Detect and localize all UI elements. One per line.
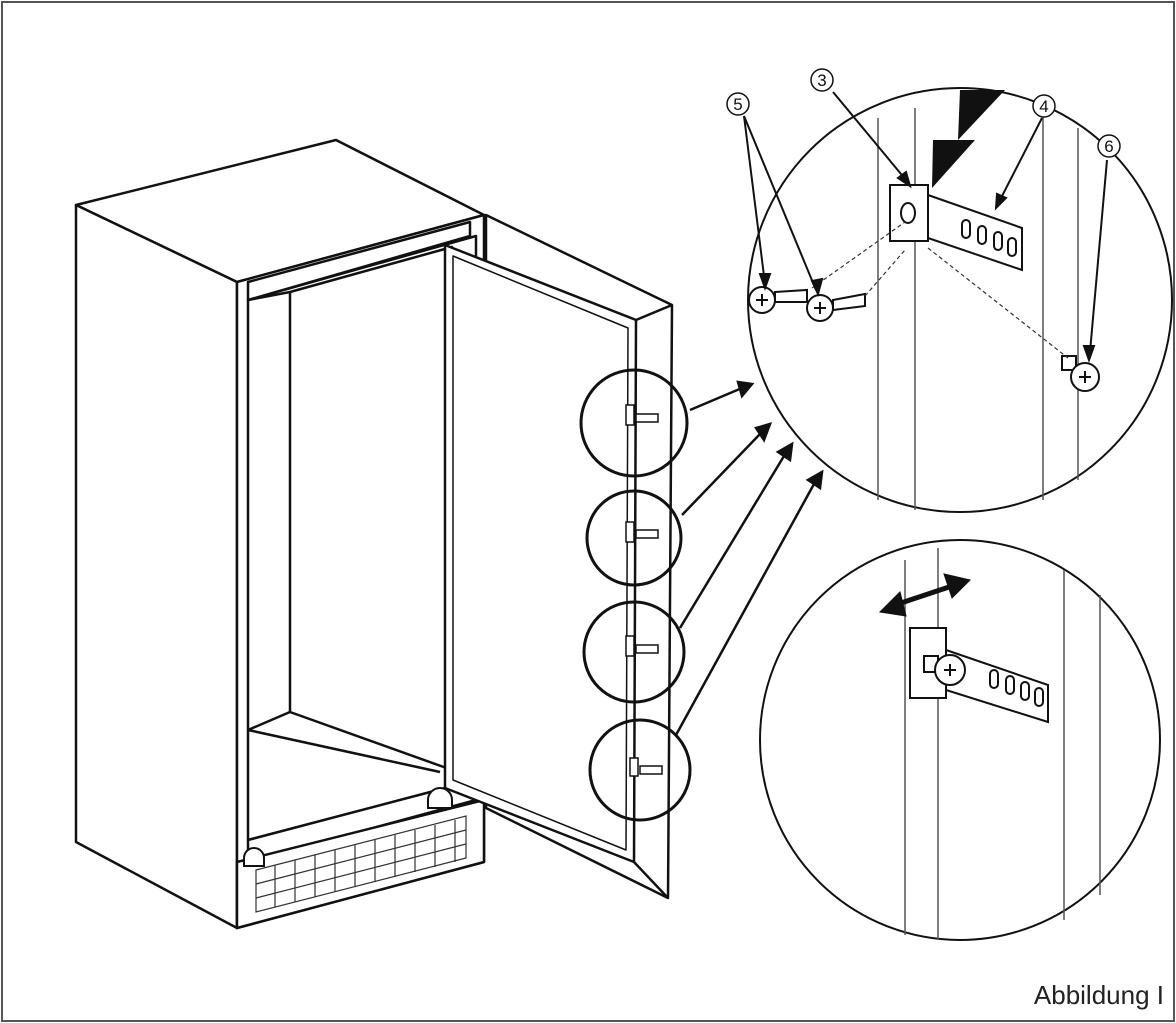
- small-brackets: [625, 404, 663, 777]
- bottom-hinges: [243, 787, 453, 867]
- cabinet-floor-edge: [247, 728, 441, 774]
- cabinet-left-side: [74, 203, 239, 930]
- door-edge: [635, 303, 673, 322]
- screws-5: [748, 286, 866, 322]
- cabinet-back-wall: [288, 245, 454, 772]
- hinge-left: [243, 847, 265, 867]
- door: [443, 213, 674, 900]
- connector-arrows: [674, 380, 824, 736]
- bracket-4: [927, 193, 1023, 272]
- detail-large-top: 5 3 4 6: [726, 68, 1173, 513]
- adjust-screw: [923, 654, 966, 686]
- detail-circle-3: [582, 600, 686, 704]
- push-arrow-1: [958, 90, 1005, 140]
- kick-plate: [235, 798, 486, 930]
- detail-circles: [579, 368, 692, 822]
- hinge-right: [427, 787, 453, 809]
- detail-circle-4: [588, 718, 692, 822]
- detail-large-bottom: [759, 539, 1161, 941]
- detail-circle-2: [585, 489, 683, 587]
- callout-3: 3: [817, 71, 826, 90]
- callout-5: 5: [733, 95, 742, 114]
- push-arrow-2: [932, 140, 975, 188]
- door-edge-bottom: [633, 861, 669, 899]
- cabinet-inner-edge-2: [247, 710, 291, 732]
- detail-circle-1: [579, 368, 689, 478]
- large-circle-bottom: [759, 539, 1161, 941]
- callout-4: 4: [1039, 97, 1048, 116]
- figure-caption: Abbildung I: [1033, 980, 1164, 1010]
- cabinet: [74, 138, 486, 930]
- door-gasket: [452, 255, 629, 851]
- adjust-double-arrow: [878, 573, 971, 617]
- cabinet-top-trim: [246, 220, 472, 302]
- vent-grid: [255, 815, 467, 913]
- door-inner-panel: [443, 243, 638, 864]
- screw-6: [1061, 355, 1100, 392]
- callout-6: 6: [1104, 137, 1113, 156]
